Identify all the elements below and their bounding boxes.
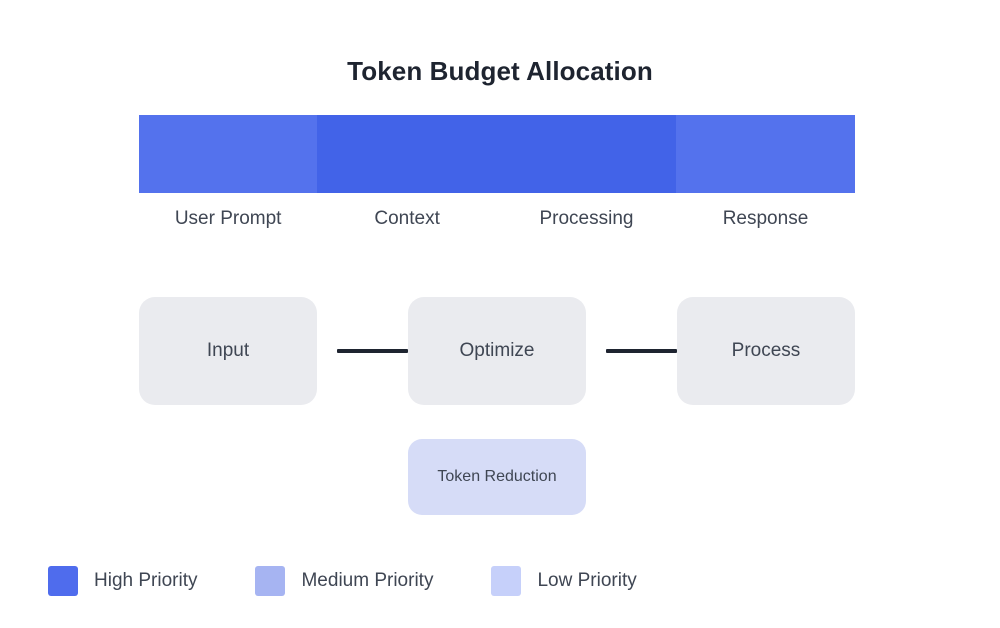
flow-diagram: Input Optimize Process: [139, 297, 855, 405]
flow-node-process: Process: [677, 297, 855, 405]
bar-segment-user-prompt: [139, 115, 318, 193]
bar-segment-context: [317, 115, 497, 193]
legend-item-low-priority: Low Priority: [491, 566, 637, 596]
legend-item-high-priority: High Priority: [48, 566, 197, 596]
bar-label-response: Response: [722, 208, 809, 229]
legend-swatch-low-priority: [491, 566, 522, 596]
page-title: Token Budget Allocation: [347, 56, 653, 86]
bar-label-user-prompt: User Prompt: [174, 208, 282, 229]
legend: High Priority Medium Priority Low Priori…: [48, 565, 695, 597]
bar-label-context: Context: [374, 208, 440, 229]
flow-node-token-reduction: Token Reduction: [408, 439, 586, 515]
bar-category-labels: User Prompt Context Processing Response: [139, 204, 855, 234]
legend-swatch-high-priority: [48, 566, 78, 596]
legend-label-medium-priority: Medium Priority: [301, 570, 434, 591]
flow-connector-optimize-process: [606, 349, 677, 353]
flow-connector-input-optimize: [337, 349, 408, 353]
bar-label-processing: Processing: [539, 208, 634, 229]
bar-segment-processing: [496, 115, 676, 193]
legend-swatch-medium-priority: [255, 566, 286, 596]
bar-segment-response: [675, 115, 855, 193]
legend-item-medium-priority: Medium Priority: [255, 566, 433, 596]
legend-label-high-priority: High Priority: [94, 570, 198, 591]
legend-label-low-priority: Low Priority: [537, 570, 637, 591]
stacked-bar: [139, 115, 855, 193]
flow-node-optimize: Optimize: [408, 297, 586, 405]
flow-node-input: Input: [139, 297, 317, 405]
